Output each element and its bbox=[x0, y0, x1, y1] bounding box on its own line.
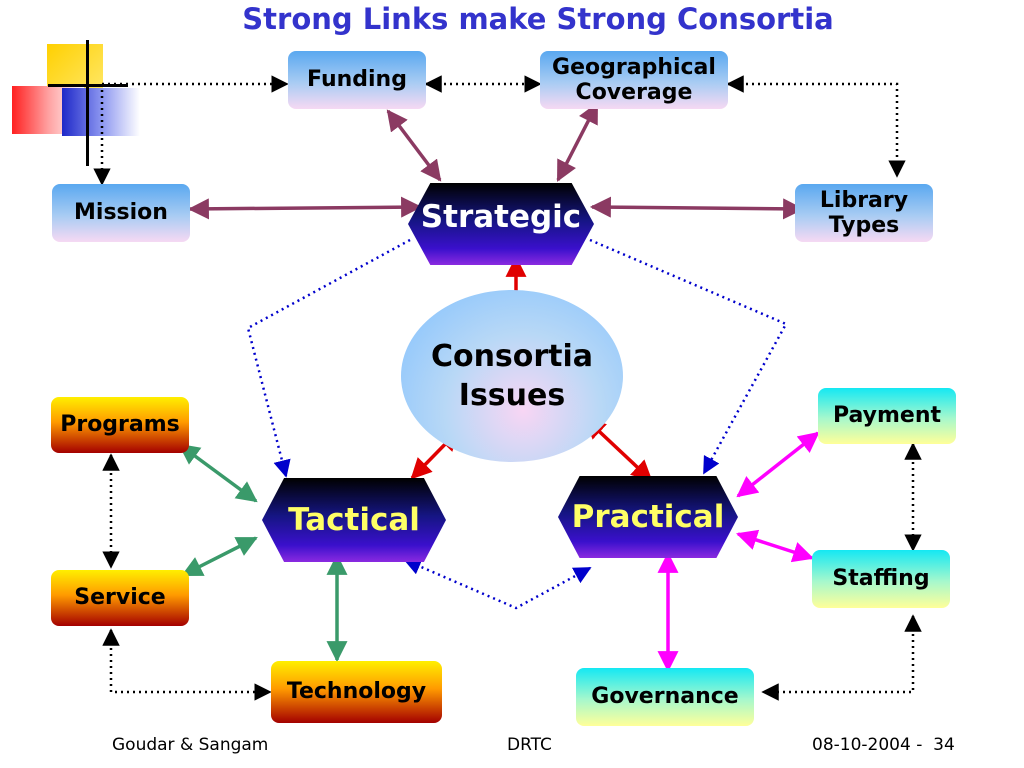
node-payment-label: Payment bbox=[832, 403, 942, 429]
arrow-programs-tactical bbox=[178, 443, 258, 503]
arrow-mission-strategic bbox=[187, 196, 423, 220]
node-strategic: Strategic bbox=[408, 183, 594, 265]
node-funding: Funding bbox=[288, 51, 426, 109]
node-center-label-line1: Consortia bbox=[430, 339, 594, 374]
node-strategic-label: Strategic bbox=[420, 199, 582, 235]
node-funding-label: Funding bbox=[307, 67, 407, 93]
dotted-geo-library bbox=[726, 75, 906, 178]
dotted-service-technology bbox=[102, 628, 272, 701]
dotted-strategic-tactical bbox=[246, 238, 411, 478]
node-programs-label: Programs bbox=[60, 412, 180, 438]
node-governance: Governance bbox=[576, 668, 754, 726]
arrow-practical-staffing bbox=[736, 529, 814, 563]
node-service: Service bbox=[51, 570, 189, 626]
node-mission-label: Mission bbox=[74, 200, 168, 226]
node-geo-label-line2: Coverage bbox=[575, 80, 693, 105]
arrow-geo-strategic bbox=[556, 102, 599, 182]
node-staffing-label: Staffing bbox=[832, 566, 930, 592]
node-center-label-line2: Issues bbox=[458, 378, 566, 413]
node-library-types: Library Types bbox=[795, 184, 933, 242]
node-geo-label-line1: Geographical bbox=[552, 54, 716, 80]
node-practical-label: Practical bbox=[571, 499, 725, 535]
arrow-funding-strategic bbox=[386, 109, 442, 182]
footer-date-page: 08-10-2004 - 34 bbox=[812, 735, 955, 755]
node-library-label-line2: Types bbox=[828, 213, 900, 238]
node-mission: Mission bbox=[52, 184, 190, 242]
arrow-practical-payment bbox=[736, 431, 820, 498]
slide-title: Strong Links make Strong Consortia bbox=[242, 2, 834, 36]
node-payment: Payment bbox=[818, 388, 956, 444]
arrow-service-tactical bbox=[181, 536, 258, 577]
footer-org: DRTC bbox=[507, 735, 552, 755]
node-governance-label: Governance bbox=[591, 684, 739, 710]
footer-author: Goudar & Sangam bbox=[112, 735, 269, 755]
node-tactical: Tactical bbox=[262, 478, 446, 562]
node-programs: Programs bbox=[51, 397, 189, 453]
dotted-staffing-governance bbox=[761, 614, 922, 701]
node-staffing: Staffing bbox=[812, 550, 950, 608]
node-practical: Practical bbox=[558, 476, 738, 558]
node-tactical-label: Tactical bbox=[288, 502, 420, 538]
node-consortia-issues: Consortia Issues bbox=[401, 290, 623, 462]
node-library-label-line1: Library bbox=[819, 187, 909, 213]
dotted-tactical-practical bbox=[403, 558, 592, 610]
node-technology-label: Technology bbox=[286, 679, 427, 705]
node-technology: Technology bbox=[271, 661, 442, 723]
node-geographical-coverage: Geographical Coverage bbox=[540, 51, 728, 109]
arrow-strategic-library bbox=[589, 196, 805, 220]
node-service-label: Service bbox=[74, 585, 166, 611]
